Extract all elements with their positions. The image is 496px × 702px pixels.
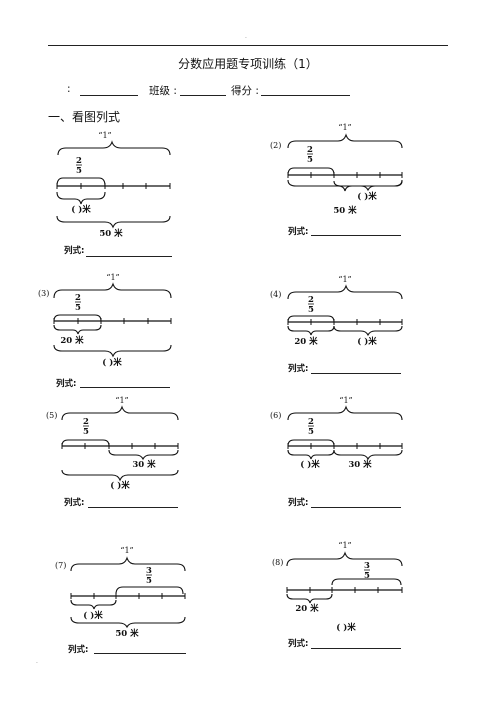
answer-blank-3[interactable] xyxy=(80,387,170,388)
diagram-7: “1” (7) 3 5 ( )米 50 米 xyxy=(55,546,186,639)
fraction-denominator: 5 xyxy=(146,576,152,586)
header-rule xyxy=(48,45,448,46)
answer-label-3: 列式: xyxy=(56,379,77,389)
whole-label: “1” xyxy=(339,396,352,405)
answer-blank-2[interactable] xyxy=(311,235,401,236)
whole-label: “1” xyxy=(98,131,111,140)
unknown-label: ( )米 xyxy=(110,480,130,491)
answer-label-5: 列式: xyxy=(64,498,85,508)
fraction-numerator: 2 xyxy=(75,293,81,303)
answer-blank-5[interactable] xyxy=(88,507,178,508)
fraction-denominator: 5 xyxy=(83,427,89,437)
problem-number: (5) xyxy=(46,411,57,420)
diagram-4: “1” (4) 2 5 20 米 ( )米 xyxy=(270,275,403,347)
length-label: 30 米 xyxy=(132,459,156,470)
diagram-6: “1” (6) 2 5 ( )米 30 米 xyxy=(270,396,403,470)
answer-label-4: 列式: xyxy=(288,364,309,374)
problem-number: (4) xyxy=(270,290,281,299)
problem-number: (8) xyxy=(272,558,283,567)
whole-label: “1” xyxy=(120,546,133,555)
class-label: 班级 : xyxy=(149,85,177,97)
answer-label-8: 列式: xyxy=(288,639,309,649)
problem-number: (7) xyxy=(55,561,66,570)
unknown-label: ( )米 xyxy=(357,191,377,202)
fraction-numerator: 2 xyxy=(307,145,313,155)
fraction-numerator: 2 xyxy=(76,156,82,166)
answer-label-6: 列式: xyxy=(288,498,309,508)
answer-blank-8[interactable] xyxy=(311,648,401,649)
answer-label-1: 列式: xyxy=(64,246,85,256)
whole-label: “1” xyxy=(106,273,119,282)
answer-blank-6[interactable] xyxy=(311,507,401,508)
diagram-3: “1” (3) 2 5 20 米 ( )米 xyxy=(38,273,172,368)
diagram-1: “1” 2 5 ( )米 50 米 xyxy=(56,131,171,239)
fraction-numerator: 2 xyxy=(83,417,89,427)
whole-label: “1” xyxy=(338,541,351,550)
length-label: 30 米 xyxy=(348,459,372,470)
problem-number: (2) xyxy=(270,141,281,150)
problem-number: (6) xyxy=(270,411,281,420)
answer-blank-4[interactable] xyxy=(311,373,401,374)
answer-label-2: 列式: xyxy=(288,227,309,237)
diagram-2-total-brace xyxy=(287,179,403,192)
problem-number: (3) xyxy=(38,289,49,298)
length-label: 20 米 xyxy=(295,603,319,614)
name-label: : xyxy=(67,83,71,95)
fraction-numerator: 3 xyxy=(364,561,370,571)
unknown-label: ( )米 xyxy=(102,357,122,368)
answer-label-7: 列式: xyxy=(68,645,89,655)
section-heading: 一、看图列式 xyxy=(48,110,121,124)
score-blank[interactable] xyxy=(261,95,350,96)
fraction-denominator: 5 xyxy=(76,166,82,176)
fraction-denominator: 5 xyxy=(75,303,81,313)
unknown-label: ( )米 xyxy=(71,204,91,215)
unknown-label: ( )米 xyxy=(336,622,356,633)
diagram-8: “1” (8) 3 5 20 米 ( )米 xyxy=(272,541,403,633)
fraction-numerator: 3 xyxy=(146,566,152,576)
page-mark-bottom: . xyxy=(36,658,38,665)
whole-label: “1” xyxy=(338,275,351,284)
unknown-label: ( )米 xyxy=(357,336,377,347)
length-label: 50 米 xyxy=(115,628,139,639)
fraction-denominator: 5 xyxy=(364,571,370,581)
name-blank[interactable] xyxy=(80,95,138,96)
fraction-numerator: 2 xyxy=(308,295,314,305)
score-label: 得分 : xyxy=(231,85,259,97)
page-mark-top: . xyxy=(245,33,247,40)
length-label: 50 米 xyxy=(99,228,123,239)
unknown-label: ( )米 xyxy=(300,459,320,470)
unknown-label: ( )米 xyxy=(83,610,103,621)
answer-blank-7[interactable] xyxy=(94,653,186,654)
length-label: 20 米 xyxy=(294,336,318,347)
length-label: 50 米 xyxy=(333,205,357,216)
page-title: 分数应用题专项训练（1） xyxy=(178,57,318,71)
diagram-5: “1” (5) 2 5 30 米 ( )米 xyxy=(46,396,179,491)
class-blank[interactable] xyxy=(180,95,226,96)
fraction-denominator: 5 xyxy=(307,155,313,165)
whole-label: “1” xyxy=(115,396,128,405)
diagram-2: “1” (2) 2 5 ( )米 50 米 xyxy=(270,123,403,216)
fraction-numerator: 2 xyxy=(308,417,314,427)
answer-blank-1[interactable] xyxy=(86,256,172,257)
fraction-denominator: 5 xyxy=(308,305,314,315)
length-label: 20 米 xyxy=(60,335,84,346)
whole-label: “1” xyxy=(338,123,351,132)
fraction-denominator: 5 xyxy=(308,427,314,437)
